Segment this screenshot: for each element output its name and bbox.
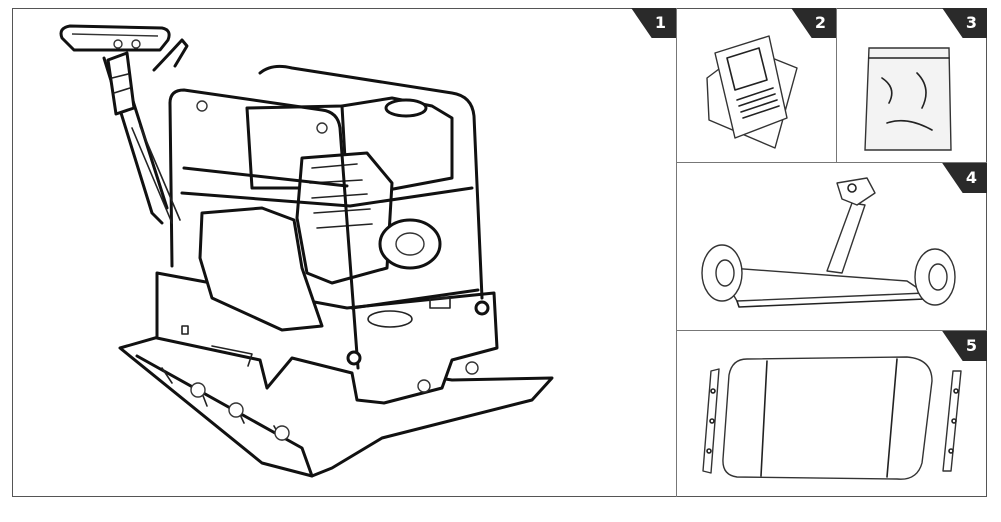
rubber-mat-icon (702, 356, 962, 480)
panel-1-number: 1 (654, 13, 666, 32)
panel-4-number: 4 (965, 168, 977, 187)
panel-5-number-tag: 5 (923, 331, 987, 361)
panel-1-plate-compactor: 1 (12, 8, 676, 497)
panel-2-number-tag: 2 (772, 8, 836, 38)
plastic-bag-icon (864, 47, 952, 151)
panel-1-number-tag: 1 (612, 8, 676, 38)
panel-3-number-tag: 3 (923, 8, 987, 38)
plate-compactor-icon (59, 24, 554, 478)
panel-3-number: 3 (965, 13, 977, 32)
panel-3-bag: 3 (836, 8, 987, 162)
parts-sheet (12, 8, 987, 497)
panel-2-number: 2 (814, 13, 826, 32)
manual-booklet-icon (706, 35, 798, 149)
panel-5-number: 5 (965, 336, 977, 355)
panel-4-number-tag: 4 (923, 163, 987, 193)
panel-4-wheel-kit: 4 (676, 162, 987, 330)
panel-5-mat: 5 (676, 330, 987, 497)
panel-2-manual: 2 (676, 8, 836, 162)
transport-wheel-kit-icon (701, 177, 956, 308)
